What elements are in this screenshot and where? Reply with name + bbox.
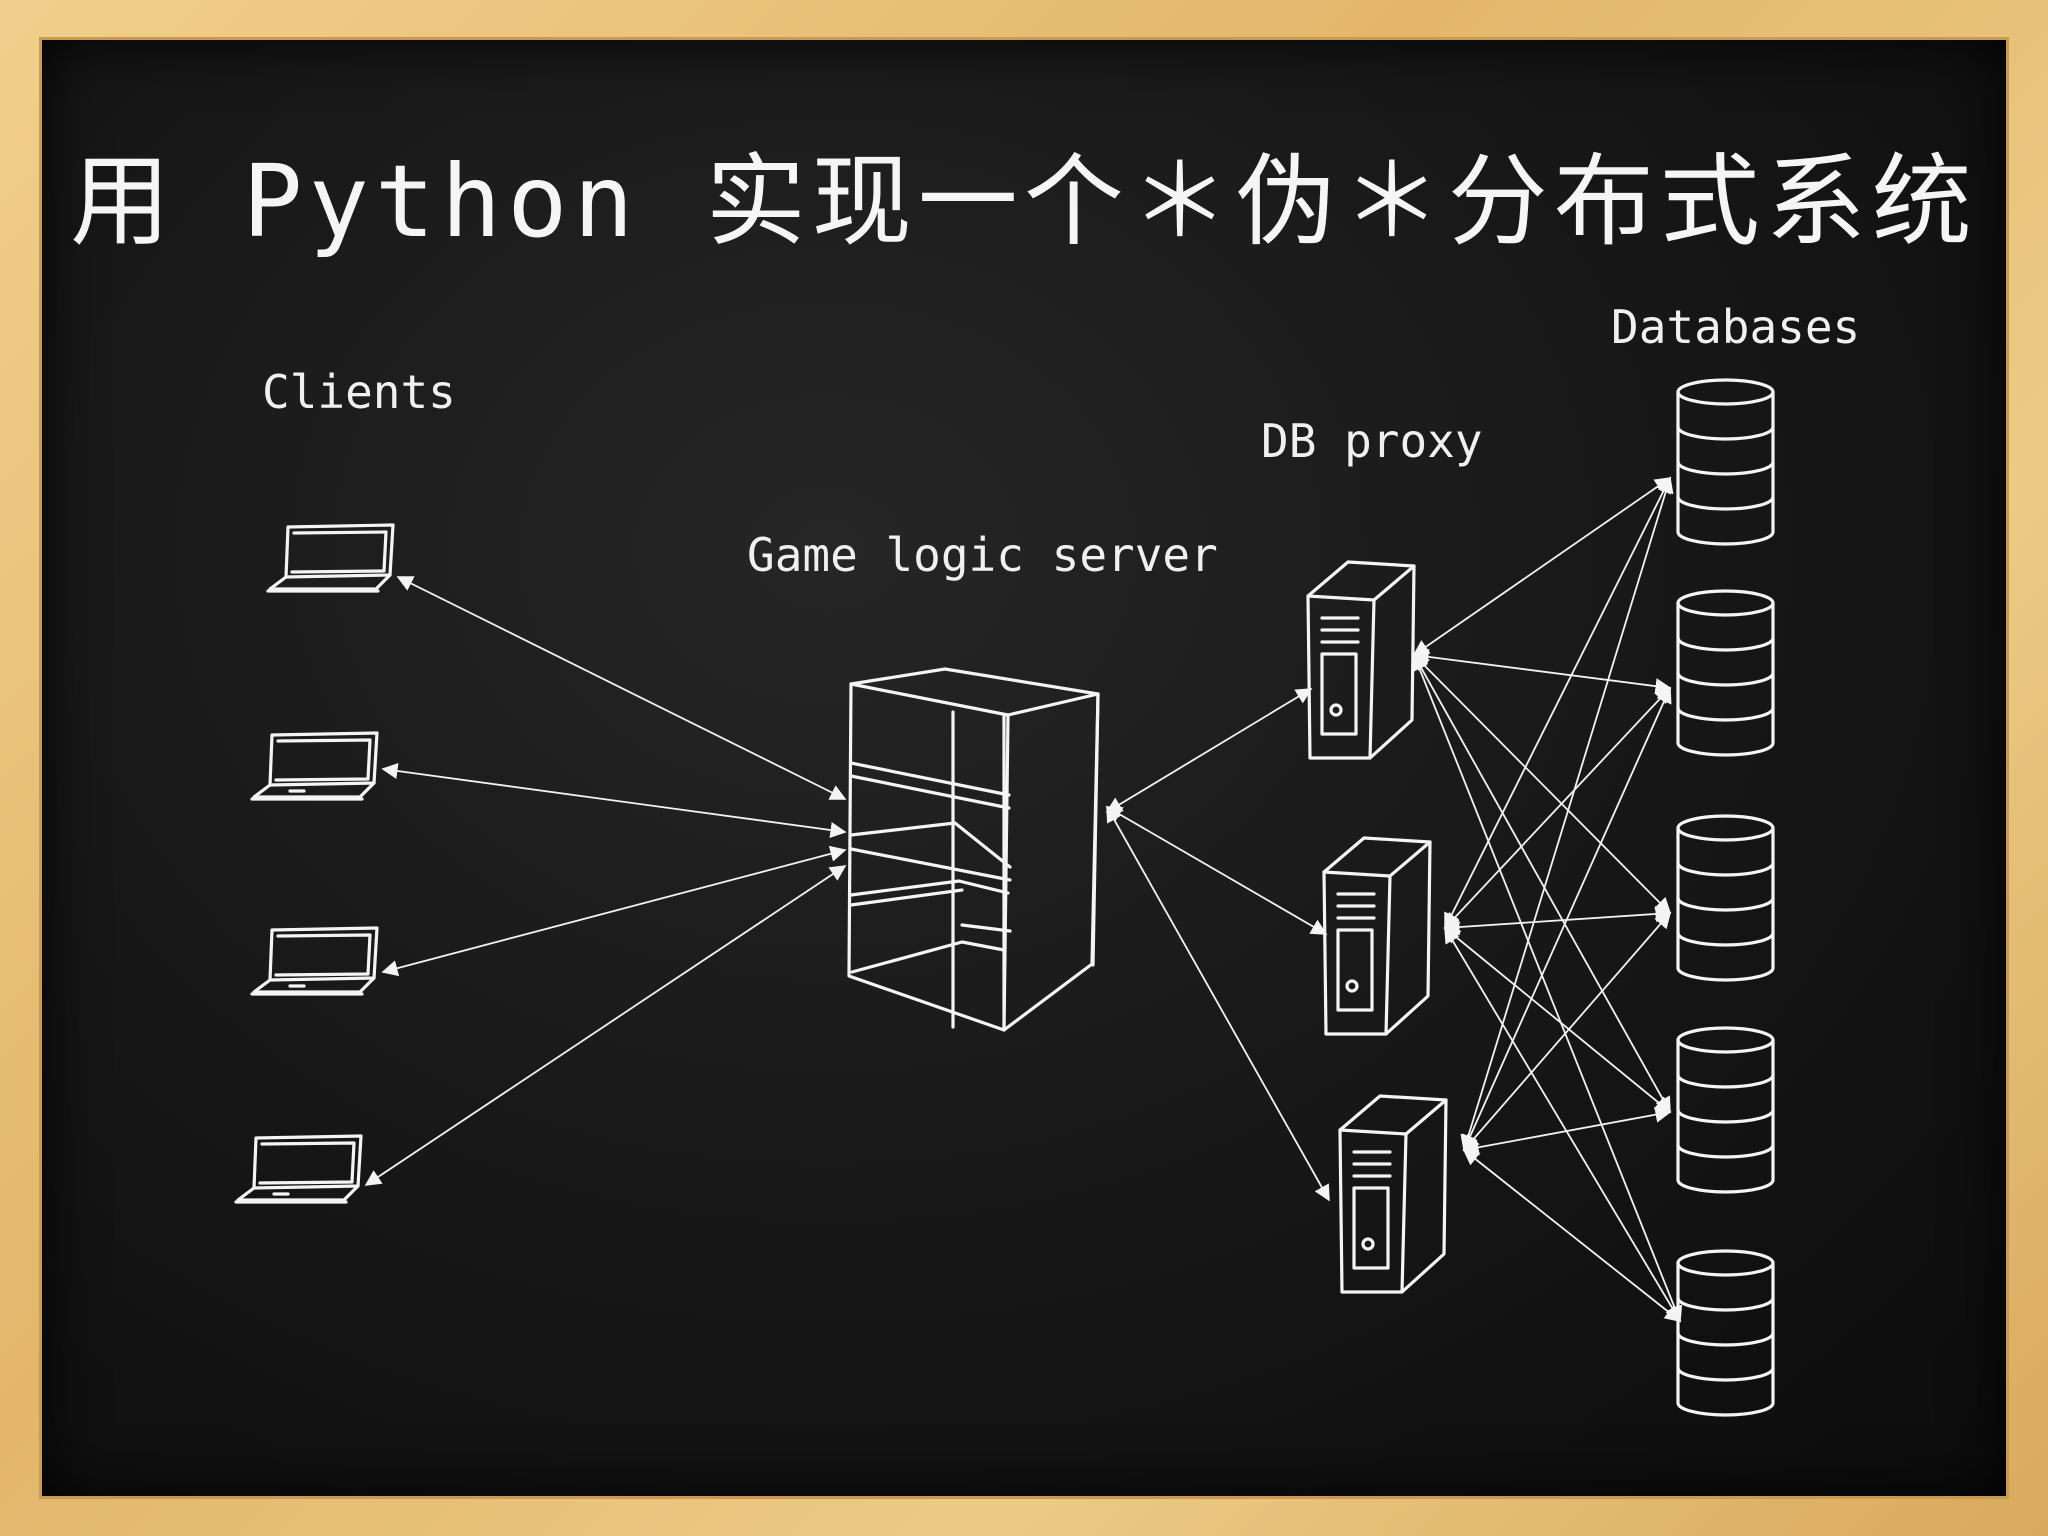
link-client-3-server	[381, 845, 847, 977]
proxy-database-links	[1411, 476, 1683, 1323]
clients-label: Clients	[262, 365, 456, 419]
database-icon	[1676, 378, 1775, 546]
databases-label: Databases	[1611, 300, 1861, 354]
link-client-1-server	[396, 576, 847, 800]
laptop-icon	[266, 523, 395, 593]
link-proxy-database	[1443, 905, 1672, 936]
link-proxy-database	[1412, 648, 1672, 695]
server-tower-icon	[1306, 560, 1416, 760]
link-proxy-database	[1462, 1106, 1672, 1156]
database-icon	[1676, 1026, 1775, 1194]
server-proxy-links	[1105, 688, 1330, 1202]
laptop-icon	[234, 1134, 363, 1204]
database-icon	[1676, 589, 1775, 757]
link-proxy-database	[1460, 476, 1674, 1152]
link-proxy-database	[1444, 476, 1671, 930]
game-server-label: Game logic server	[747, 528, 1218, 582]
page-title: 用 Python 实现一个＊伪＊分布式系统	[70, 143, 1978, 260]
server-rack-icon	[847, 667, 1100, 1032]
link-proxy-database	[1462, 1148, 1682, 1323]
link-proxy-database	[1413, 653, 1671, 1114]
server-tower-icon	[1338, 1094, 1448, 1294]
database-icon	[1676, 1249, 1775, 1417]
laptop-icon	[250, 731, 379, 801]
link-proxy-database	[1462, 911, 1672, 1152]
database-stack	[1676, 378, 1775, 1417]
link-client-4-server	[364, 865, 847, 1186]
link-server-proxy-3	[1106, 805, 1330, 1202]
database-icon	[1676, 814, 1775, 982]
link-proxy-database	[1462, 686, 1672, 1152]
link-client-2-server	[381, 762, 847, 839]
link-proxy-database	[1444, 926, 1681, 1323]
link-server-proxy-1	[1105, 688, 1313, 813]
link-proxy-database	[1412, 477, 1672, 656]
db-proxy-label: DB proxy	[1261, 414, 1483, 468]
link-proxy-database	[1443, 926, 1672, 1114]
server-tower-icon	[1322, 836, 1432, 1036]
link-proxy-database	[1412, 653, 1672, 915]
link-server-proxy-2	[1105, 806, 1328, 935]
client-server-links	[364, 576, 847, 1186]
laptop-icon	[250, 926, 379, 996]
link-proxy-database	[1443, 686, 1672, 930]
